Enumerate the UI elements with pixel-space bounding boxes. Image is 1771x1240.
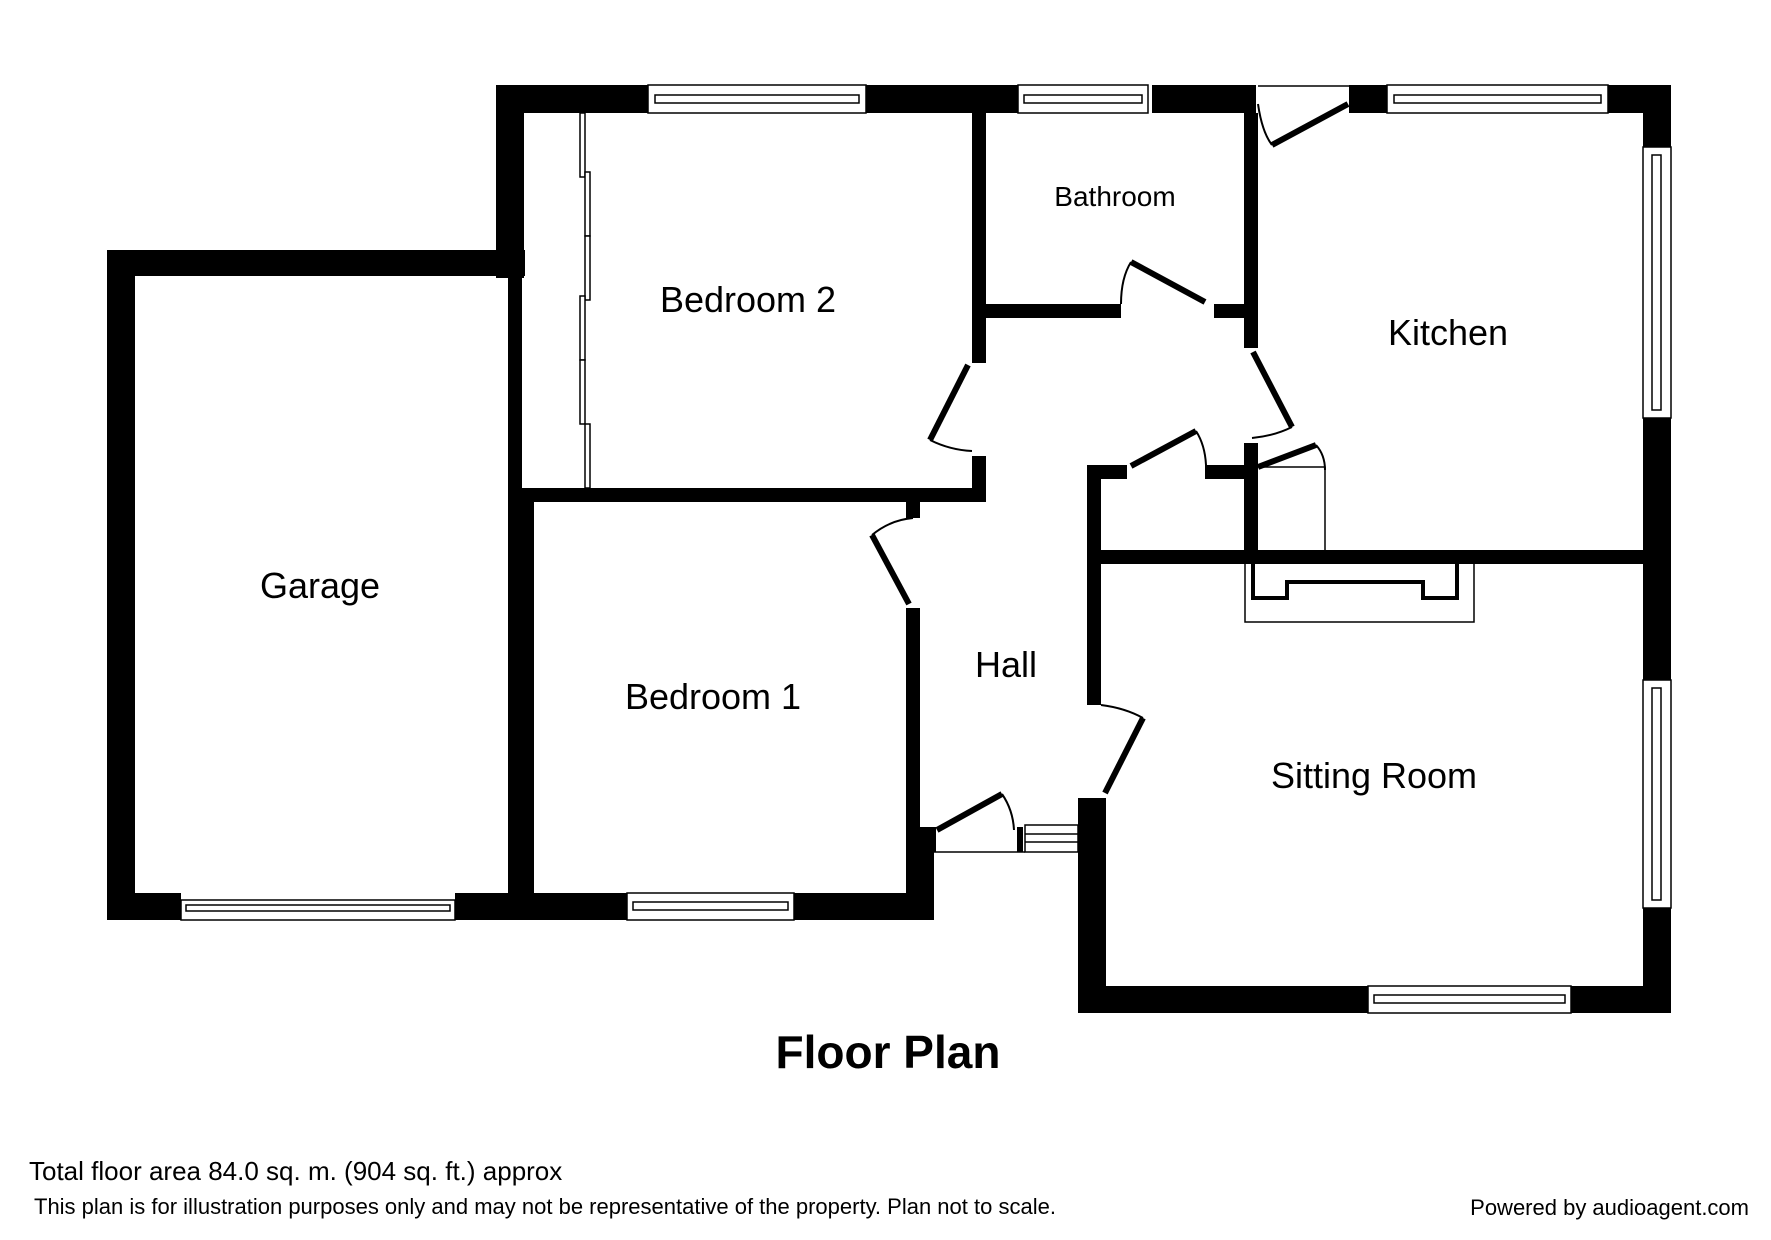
room-label-hall: Hall [974, 644, 1038, 685]
right-wall-top [1643, 85, 1671, 147]
garage-left-wall [107, 250, 135, 920]
kitchen-sitting-divider-wall [1101, 550, 1643, 564]
porch-left-wall [906, 827, 934, 920]
window-porch [1024, 824, 1079, 853]
top-wall-seg4 [1349, 85, 1387, 113]
garage-top-wall [107, 250, 525, 276]
top-wall-seg2 [866, 85, 1024, 113]
total-floor-area: Total floor area 84.0 sq. m. (904 sq. ft… [29, 1156, 563, 1186]
window-bedroom2 [647, 84, 867, 114]
hall-right-wall [1087, 465, 1101, 705]
room-label-bedroom2: Bedroom 2 [659, 279, 837, 320]
door-kitchen-back [1257, 85, 1350, 148]
room-label-garage: Garage [259, 565, 381, 606]
walls [107, 85, 1671, 1013]
door-bedroom2 [927, 363, 973, 452]
doors [869, 85, 1350, 853]
window-bedroom1 [626, 892, 795, 921]
door-front [930, 791, 1025, 853]
garage-bottom-wall-right [455, 893, 627, 920]
bedroom1-left-wall [520, 502, 534, 895]
window-sitting-bottom [1367, 985, 1572, 1014]
sitting-left-wall-lower [1078, 830, 1106, 1013]
bedroom2-right-wall-upper [972, 113, 986, 363]
disclaimer: This plan is for illustration purposes o… [34, 1194, 1056, 1219]
wardrobe-sliding-doors [579, 112, 591, 489]
kitchen-left-wall-lower [1244, 443, 1258, 563]
garage-right-wall [508, 276, 522, 896]
room-label-bedroom1: Bedroom 1 [624, 676, 802, 717]
porch-right-wall-top [1078, 827, 1106, 841]
bathroom-bottom-wall-right [1214, 304, 1244, 318]
door-bathroom [1120, 259, 1207, 305]
bedroom1-right-wall [906, 608, 920, 895]
garage-door [180, 899, 456, 921]
room-label-bathroom: Bathroom [1054, 181, 1176, 212]
window-kitchen-top [1386, 84, 1609, 114]
cupboard-top-wall-right [1205, 465, 1245, 479]
room-label-sitting-room: Sitting Room [1270, 755, 1478, 796]
door-bedroom1 [869, 517, 914, 606]
door-kitchen [1250, 350, 1295, 439]
bedroom2-bottom-wall [520, 488, 985, 502]
window-sitting-right [1642, 679, 1672, 909]
door-sitting-room [1100, 704, 1146, 795]
sitting-bottom-wall-right [1571, 986, 1671, 1013]
bedroom1-door-stub [906, 502, 920, 518]
windows [180, 84, 1672, 1014]
bedroom2-outer-left-wall [496, 85, 524, 278]
window-kitchen-right [1642, 146, 1672, 419]
door-pantry [1256, 442, 1326, 550]
room-label-kitchen: Kitchen [1387, 312, 1509, 353]
door-cupboard [1129, 428, 1207, 469]
bathroom-bottom-wall-left [986, 304, 1121, 318]
sitting-bottom-wall-left [1078, 986, 1368, 1013]
plan-title: Floor Plan [775, 1026, 1001, 1078]
bathroom-right-wall [1244, 113, 1258, 348]
top-wall-seg1 [496, 85, 648, 113]
window-bathroom [1017, 84, 1149, 114]
top-wall-seg3 [1152, 85, 1256, 113]
cupboard-top-wall-left [1087, 465, 1127, 479]
powered-by: Powered by audioagent.com [1470, 1195, 1749, 1220]
fireplace [1244, 564, 1475, 623]
garage-bottom-wall-left [107, 893, 181, 920]
right-wall-mid [1643, 418, 1671, 680]
bedroom2-right-wall-lower [972, 456, 986, 502]
